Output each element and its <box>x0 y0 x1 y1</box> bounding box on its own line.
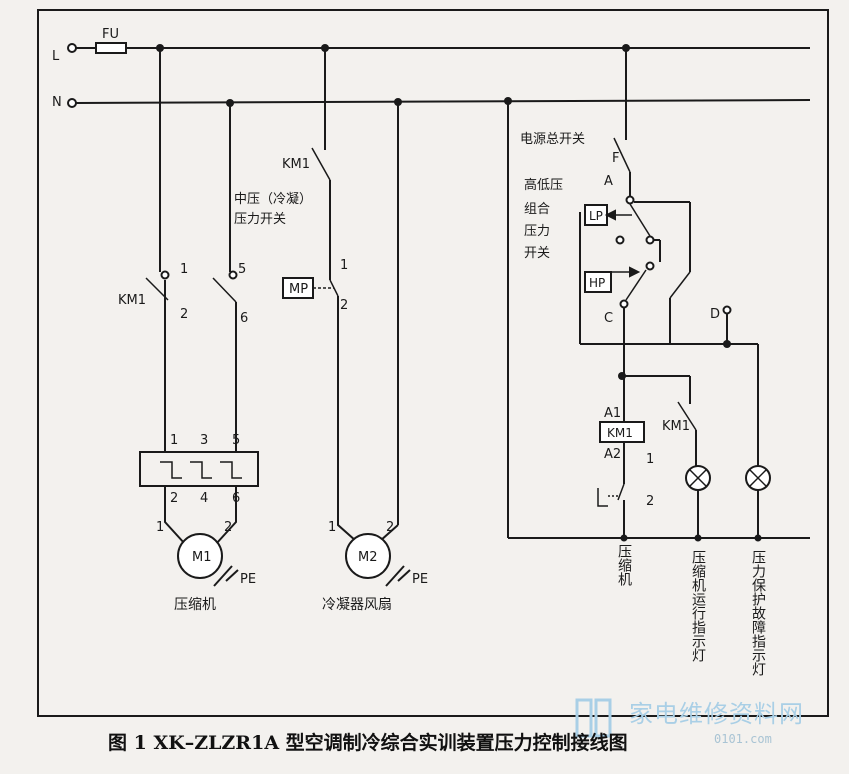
km1-coil <box>599 421 645 443</box>
label-km1-left: KM1 <box>118 293 146 308</box>
terminal-L <box>67 43 77 53</box>
caption-text: 图 1 XK–ZLZR1A 型空调制冷综合实训装置压力控制接线图 <box>108 732 628 754</box>
terminal-label: 2 <box>224 520 232 535</box>
terminal-label: 1 <box>170 433 178 448</box>
label-D: D <box>710 307 720 322</box>
label-A: A <box>604 174 613 189</box>
motor-M1 <box>177 533 223 579</box>
label-main-switch: 电源总开关 <box>520 132 585 147</box>
label-condenser-fan: 冷凝器风扇 <box>322 597 392 613</box>
motor-M2 <box>345 533 391 579</box>
watermark-logo-icon <box>575 698 612 738</box>
label-F: F <box>612 151 619 166</box>
terminal-label: 6 <box>240 311 248 326</box>
label-compressor: 压缩机 <box>174 597 216 613</box>
label-A1: A1 <box>604 406 621 421</box>
label-hl-switch: 组合 <box>524 202 550 217</box>
label-M2: M2 <box>358 550 378 565</box>
label-C: C <box>604 311 613 326</box>
terminal-label: 2 <box>180 307 188 322</box>
label-FU: FU <box>102 27 119 42</box>
N-bus <box>75 99 811 104</box>
label-km1-coil: KM1 <box>607 426 633 440</box>
terminal-label: 6 <box>232 491 240 506</box>
label-mid-pressure-1: 中压（冷凝） <box>234 191 312 207</box>
terminal-label: 2 <box>646 494 654 509</box>
label-L: L <box>52 49 60 64</box>
terminal-label: 1 <box>328 520 336 535</box>
label-LP: LP <box>589 209 603 223</box>
label-N: N <box>52 95 62 110</box>
terminal-N <box>67 98 77 108</box>
frame <box>37 9 829 717</box>
terminal-label: 2 <box>386 520 394 535</box>
label-pe2: PE <box>412 572 428 587</box>
terminal-label: 5 <box>238 262 246 277</box>
terminal-label: 5 <box>232 433 240 448</box>
label-M1: M1 <box>192 550 212 565</box>
label-pe1: PE <box>240 572 256 587</box>
terminal-label: 1 <box>156 520 164 535</box>
label-col-compressor: 压缩机 <box>616 544 632 587</box>
terminal-label: 1 <box>180 262 188 277</box>
terminal-label: 1 <box>340 258 348 273</box>
label-hl-switch: 开关 <box>524 246 550 261</box>
label-km1-top: KM1 <box>282 157 310 172</box>
terminal-label: 3 <box>200 433 208 448</box>
label-km1-aux: KM1 <box>662 419 690 434</box>
watermark-text: 家电维修资料网 <box>629 700 804 728</box>
fuse <box>95 42 127 54</box>
label-HP: HP <box>589 276 605 290</box>
watermark-url: 0101.com <box>714 732 772 746</box>
label-hl-switch: 压力 <box>524 224 550 239</box>
hp-box <box>584 271 612 293</box>
label-mid-pressure-2: 压力开关 <box>234 212 286 227</box>
label-MP: MP <box>289 282 308 297</box>
label-col-fault-lamp: 压力保护故障指示灯 <box>750 550 766 677</box>
terminal-label: 2 <box>340 298 348 313</box>
label-hl-switch: 高低压 <box>524 177 563 193</box>
terminal-label: 1 <box>646 452 654 467</box>
overload-relay <box>139 451 259 487</box>
terminal-label: 4 <box>200 491 208 506</box>
figure-caption: 图 1 XK–ZLZR1A 型空调制冷综合实训装置压力控制接线图 <box>0 728 849 755</box>
label-col-run-lamp: 压缩机运行指示灯 <box>690 550 706 663</box>
label-A2: A2 <box>604 447 621 462</box>
watermark: 家电维修资料网 0101.com <box>574 692 844 752</box>
terminal-label: 2 <box>170 491 178 506</box>
